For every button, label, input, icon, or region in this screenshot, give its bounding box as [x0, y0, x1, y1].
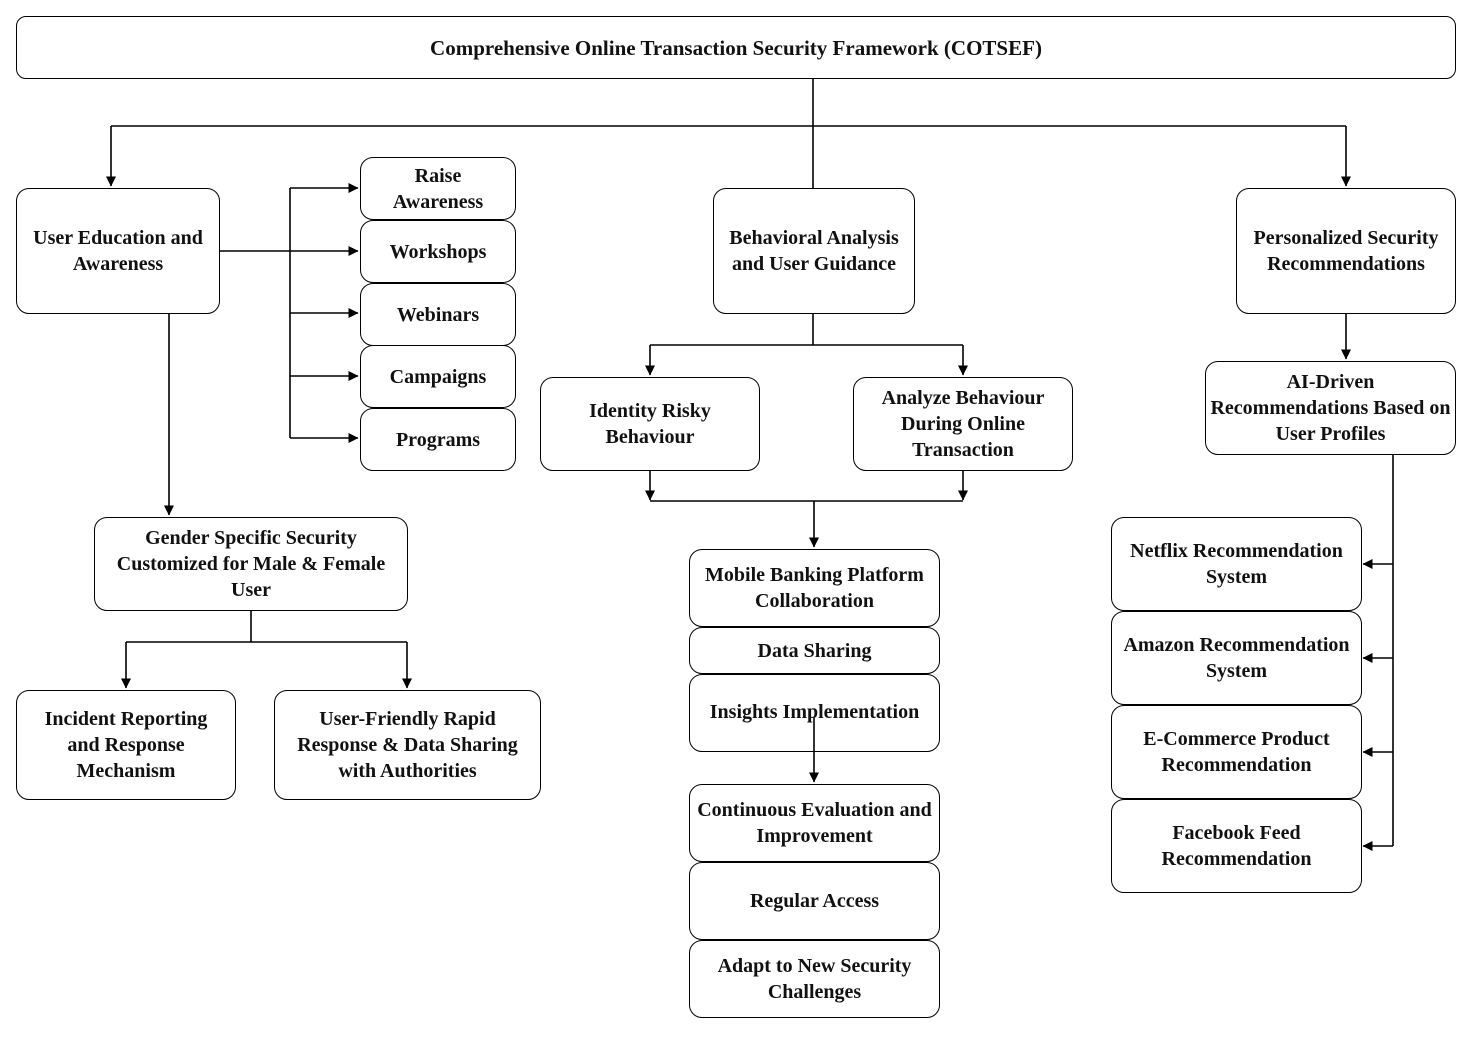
channel-label: Workshops [389, 240, 487, 263]
incident-reporting-box: Incident Reporting and Response Mechanis… [16, 690, 236, 800]
data-sharing-box: Data Sharing [689, 627, 940, 674]
example-label: Netflix Recommendation System [1130, 540, 1343, 588]
channel-label: Programs [395, 428, 481, 451]
netflix-box: Netflix Recommendation System [1111, 517, 1362, 611]
gender-security-label: Gender Specific Security Customized for … [116, 527, 386, 601]
channel-campaigns: Campaigns [360, 345, 516, 408]
insights-box: Insights Implementation [689, 674, 940, 752]
channel-raise-awareness: Raise Awareness [360, 157, 516, 220]
risky-behaviour-box: Identity Risky Behaviour [540, 377, 760, 471]
data-sharing-label: Data Sharing [757, 639, 872, 662]
channel-webinars: Webinars [360, 283, 516, 346]
channel-label: Raise Awareness [392, 164, 484, 213]
framework-title-text: Comprehensive Online Transaction Securit… [430, 35, 1042, 60]
ai-recommendations-box: AI-Driven Recommendations Based on User … [1205, 361, 1456, 455]
rapid-response-label: User-Friendly Rapid Response & Data Shar… [297, 708, 518, 782]
regular-access-label: Regular Access [749, 890, 880, 912]
education-label: User Education and Awareness [33, 227, 203, 275]
channel-label: Webinars [396, 303, 480, 326]
mobile-banking-box: Mobile Banking Platform Collaboration [689, 549, 940, 627]
facebook-box: Facebook Feed Recommendation [1111, 799, 1362, 893]
incident-reporting-label: Incident Reporting and Response Mechanis… [44, 708, 208, 782]
continuous-evaluation-box: Continuous Evaluation and Improvement [689, 784, 940, 862]
rapid-response-box: User-Friendly Rapid Response & Data Shar… [274, 690, 541, 800]
example-label: E-Commerce Product Recommendation [1143, 728, 1330, 776]
channel-workshops: Workshops [360, 220, 516, 283]
education-box: User Education and Awareness [16, 188, 220, 314]
personalized-box: Personalized Security Recommendations [1236, 188, 1456, 314]
regular-access-box: Regular Access [689, 862, 940, 940]
insights-label: Insights Implementation [709, 701, 920, 723]
ecommerce-box: E-Commerce Product Recommendation [1111, 705, 1362, 799]
framework-title: Comprehensive Online Transaction Securit… [16, 16, 1456, 79]
example-label: Facebook Feed Recommendation [1161, 822, 1312, 870]
analyze-behaviour-box: Analyze Behaviour During Online Transact… [853, 377, 1073, 471]
channel-programs: Programs [360, 408, 516, 471]
adapt-challenges-box: Adapt to New Security Challenges [689, 940, 940, 1018]
mobile-banking-label: Mobile Banking Platform Collaboration [705, 564, 924, 612]
example-label: Amazon Recommendation System [1123, 634, 1350, 682]
amazon-box: Amazon Recommendation System [1111, 611, 1362, 705]
behavior-box: Behavioral Analysis and User Guidance [713, 188, 915, 314]
continuous-evaluation-label: Continuous Evaluation and Improvement [697, 799, 932, 847]
behavior-label: Behavioral Analysis and User Guidance [729, 227, 899, 275]
channel-label: Campaigns [389, 365, 487, 388]
analyze-behaviour-label: Analyze Behaviour During Online Transact… [881, 387, 1045, 461]
risky-behaviour-label: Identity Risky Behaviour [589, 400, 711, 448]
gender-security-box: Gender Specific Security Customized for … [94, 517, 408, 611]
adapt-challenges-label: Adapt to New Security Challenges [717, 955, 912, 1003]
personalized-label: Personalized Security Recommendations [1253, 227, 1439, 275]
ai-recommendations-label: AI-Driven Recommendations Based on User … [1210, 371, 1451, 445]
